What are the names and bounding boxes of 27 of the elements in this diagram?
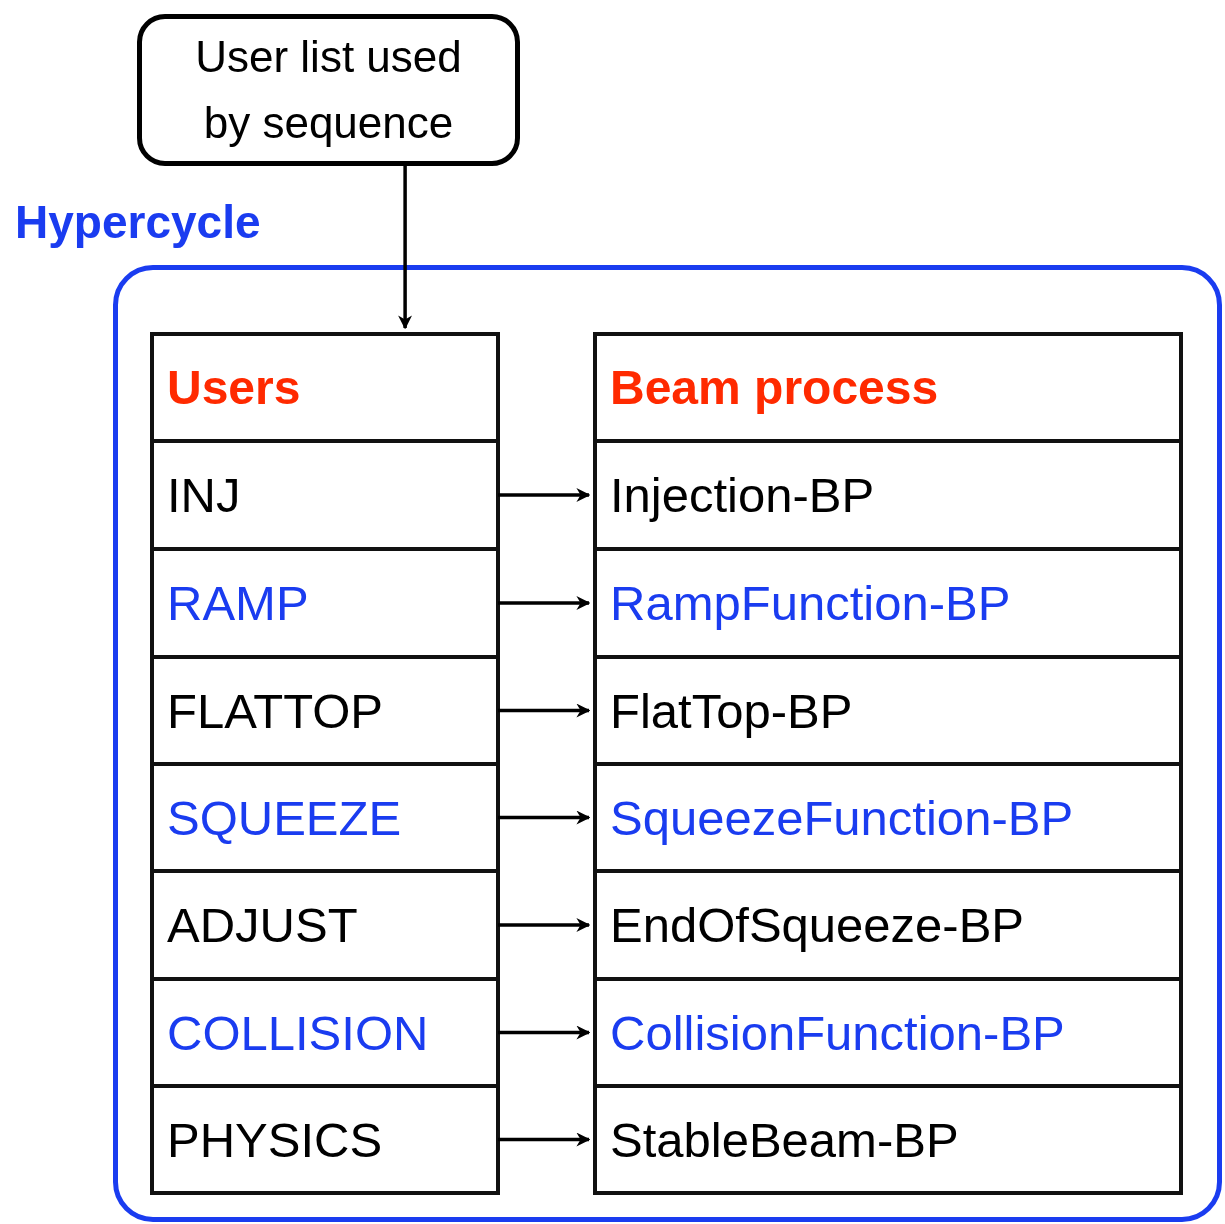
cell-text: StableBeam-BP: [610, 1111, 959, 1168]
cell-text: INJ: [167, 467, 241, 523]
arrow: [498, 596, 591, 610]
arrow: [498, 703, 591, 718]
cell-text: PHYSICS: [167, 1111, 383, 1168]
arrow: [398, 166, 413, 330]
cell-text: COLLISION: [167, 1004, 429, 1061]
box-label: User list used by sequence: [194, 31, 463, 149]
arrow: [498, 1132, 591, 1147]
cell-text: FlatTop-BP: [610, 682, 853, 739]
cell-text: CollisionFunction-BP: [610, 1004, 1065, 1061]
cell-text: FLATTOP: [167, 682, 383, 739]
cell-text: RampFunction-BP: [610, 575, 1011, 631]
arrow: [498, 1025, 591, 1040]
column-header: Beam process: [610, 360, 939, 415]
cell-text: EndOfSqueeze-BP: [610, 897, 1025, 953]
cell-text: SQUEEZE: [167, 789, 402, 846]
cell-text: Injection-BP: [610, 467, 875, 523]
arrow: [498, 488, 591, 502]
cell-text: RAMP: [167, 575, 309, 631]
arrow: [498, 918, 591, 932]
arrow: [498, 810, 591, 825]
cell-text: ADJUST: [167, 897, 358, 953]
column-header: Users: [167, 360, 301, 415]
cell-text: SqueezeFunction-BP: [610, 789, 1074, 846]
group-heading: Hypercycle: [15, 195, 261, 249]
sequence-box: [137, 14, 520, 166]
